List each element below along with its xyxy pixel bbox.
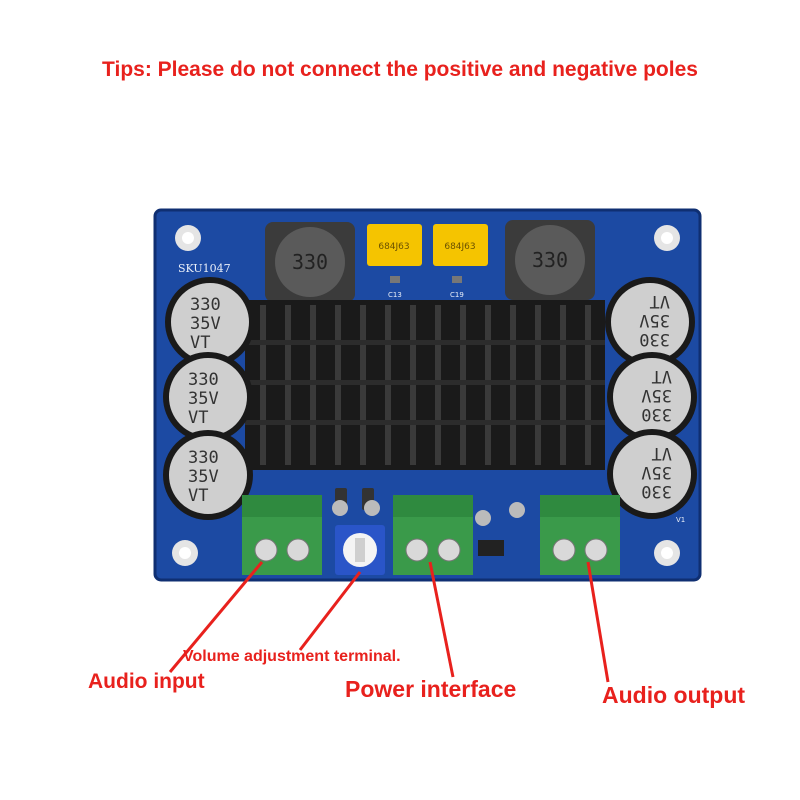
v1-label: V1 — [676, 516, 685, 524]
mounting-hole-tl — [175, 225, 201, 251]
pointer-audio-output — [586, 561, 610, 683]
svg-text:VT: VT — [188, 486, 208, 506]
inductor-left-label: 330 — [292, 250, 328, 274]
volume-potentiometer — [335, 525, 385, 575]
label-audio-input: Audio input — [88, 670, 205, 693]
svg-text:35V: 35V — [641, 462, 672, 482]
svg-text:VT: VT — [190, 333, 210, 353]
mounting-hole-bl — [172, 540, 198, 566]
svg-text:35V: 35V — [188, 389, 219, 409]
mounting-hole-br — [654, 540, 680, 566]
pointer-power — [428, 561, 455, 678]
svg-text:330: 330 — [641, 404, 672, 424]
svg-text:330: 330 — [639, 329, 670, 349]
label-audio-output: Audio output — [602, 682, 746, 708]
inductor-right-label: 330 — [532, 248, 568, 272]
yellow-capacitor-left: 684J63 — [367, 224, 422, 266]
tip-text: Tips: Please do not connect the positive… — [102, 58, 698, 81]
electrolytic-capacitor-right-2: 330 35V VT — [607, 352, 697, 442]
heatsink — [245, 300, 605, 470]
electrolytic-capacitor-left-3: 330 35V VT — [163, 430, 253, 520]
electrolytic-capacitor-left-2: 330 35V VT — [163, 352, 253, 442]
electrolytic-capacitor-right-1: 330 35V VT — [605, 277, 695, 367]
sku-silkscreen: SKU1047 — [178, 262, 231, 275]
pointer-lines — [168, 561, 610, 683]
yellow-cap-left-label: 684J63 — [378, 242, 409, 252]
terminal-power — [393, 495, 473, 575]
label-power-interface: Power interface — [345, 676, 517, 702]
yellow-capacitor-right: 684J63 — [433, 224, 488, 266]
svg-text:35V: 35V — [641, 385, 672, 405]
pointer-audio-input — [168, 561, 264, 673]
c19-label: C19 — [450, 291, 464, 299]
svg-text:VT: VT — [188, 408, 208, 428]
yellow-cap-right-label: 684J63 — [444, 242, 475, 252]
inductor-right: 330 — [505, 220, 595, 300]
mounting-hole-tr — [654, 225, 680, 251]
svg-text:330: 330 — [188, 448, 219, 468]
svg-text:VT: VT — [652, 443, 672, 463]
c13-label: C13 — [388, 291, 402, 299]
svg-text:330: 330 — [190, 295, 221, 315]
electrolytic-capacitor-left-1: 330 35V VT — [165, 277, 255, 367]
svg-text:330: 330 — [188, 370, 219, 390]
svg-text:VT: VT — [652, 366, 672, 386]
svg-text:35V: 35V — [190, 314, 221, 334]
svg-text:35V: 35V — [639, 310, 670, 330]
pointer-volume — [298, 571, 362, 651]
inductor-left: 330 — [265, 222, 355, 302]
electrolytic-capacitor-right-3: 330 35V VT — [607, 429, 697, 519]
label-volume: Volume adjustment terminal. — [183, 648, 401, 665]
svg-text:35V: 35V — [188, 467, 219, 487]
terminal-audio-input — [242, 495, 322, 575]
svg-text:330: 330 — [641, 481, 672, 501]
svg-text:VT: VT — [650, 291, 670, 311]
terminal-audio-output — [540, 495, 620, 575]
